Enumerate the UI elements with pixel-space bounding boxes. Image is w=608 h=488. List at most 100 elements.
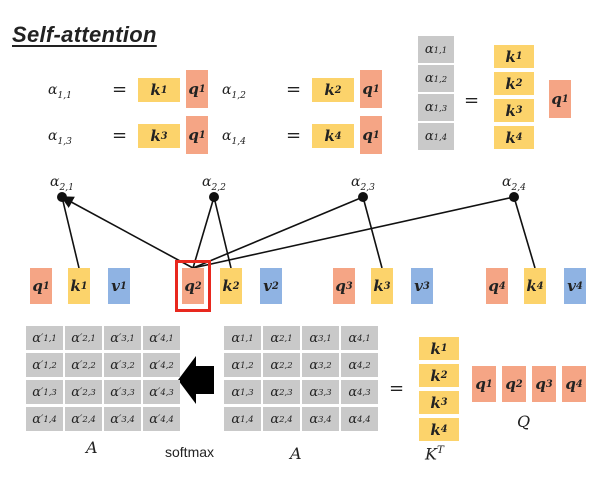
equation-lhs: α1,4 <box>222 128 246 147</box>
node-label: α2,4 <box>502 174 526 193</box>
a-prime-cell: α′2,1 <box>65 326 102 350</box>
equals-sign: = <box>464 90 480 111</box>
a-prime-cell: α′1,3 <box>26 380 63 404</box>
a-prime-cell: α′4,3 <box>143 380 180 404</box>
a-prime-cell: α′4,4 <box>143 407 180 431</box>
equation-lhs: α1,1 <box>48 82 72 101</box>
key-connection <box>61 196 80 269</box>
node-label: α2,1 <box>50 174 74 193</box>
equals-sign: = <box>112 79 128 100</box>
highlight-box <box>175 260 211 312</box>
equation-lhs: α1,3 <box>48 128 72 147</box>
query-connection <box>192 196 364 269</box>
a-prime-label: A <box>86 438 98 457</box>
key-connection <box>362 196 383 269</box>
a-prime-cell: α′2,4 <box>65 407 102 431</box>
a-prime-cell: α′2,3 <box>65 380 102 404</box>
a-prime-cell: α′4,1 <box>143 326 180 350</box>
a-prime-cell: α′3,4 <box>104 407 141 431</box>
a-prime-cell: α′4,2 <box>143 353 180 377</box>
query-connection <box>192 196 215 269</box>
equation-lhs: α1,2 <box>222 82 246 101</box>
kt-label: KT <box>425 444 444 464</box>
equals-sign: = <box>389 378 405 399</box>
node-label: α2,2 <box>202 174 226 193</box>
equals-sign: = <box>286 125 302 146</box>
a-prime-cell: α′2,2 <box>65 353 102 377</box>
slide-title: Self-attention <box>12 22 157 47</box>
softmax-arrow <box>178 356 214 404</box>
q-label: Q <box>517 412 531 431</box>
key-connection <box>213 196 232 269</box>
key-connection <box>513 196 536 269</box>
a-label: A <box>290 444 302 463</box>
a-prime-cell: α′3,2 <box>104 353 141 377</box>
a-prime-cell: α′3,1 <box>104 326 141 350</box>
equals-sign: = <box>112 125 128 146</box>
node-label: α2,3 <box>351 174 375 193</box>
query-connection <box>60 196 194 269</box>
equals-sign: = <box>286 79 302 100</box>
a-prime-cell: α′3,3 <box>104 380 141 404</box>
softmax-label: softmax <box>165 444 215 460</box>
query-connection <box>192 196 515 269</box>
a-prime-cell: α′1,1 <box>26 326 63 350</box>
a-prime-cell: α′1,4 <box>26 407 63 431</box>
a-prime-cell: α′1,2 <box>26 353 63 377</box>
